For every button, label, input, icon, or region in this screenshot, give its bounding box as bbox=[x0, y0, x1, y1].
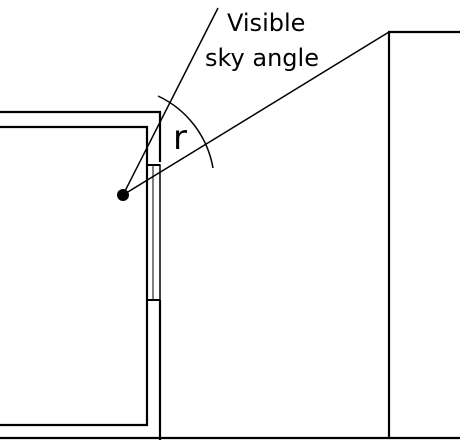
sightline-to-sky bbox=[122, 7, 219, 196]
observer-point bbox=[117, 189, 129, 201]
label-visible: Visible bbox=[227, 9, 305, 37]
room-outer-wall bbox=[0, 110, 162, 440]
opposite-building bbox=[387, 30, 460, 438]
angle-arc bbox=[157, 95, 214, 169]
window bbox=[146, 164, 161, 301]
sightline-to-building-top bbox=[122, 31, 390, 196]
label-sky-angle: sky angle bbox=[205, 44, 319, 72]
room-inner-wall bbox=[0, 125, 149, 427]
angle-symbol-r: r bbox=[173, 118, 187, 158]
